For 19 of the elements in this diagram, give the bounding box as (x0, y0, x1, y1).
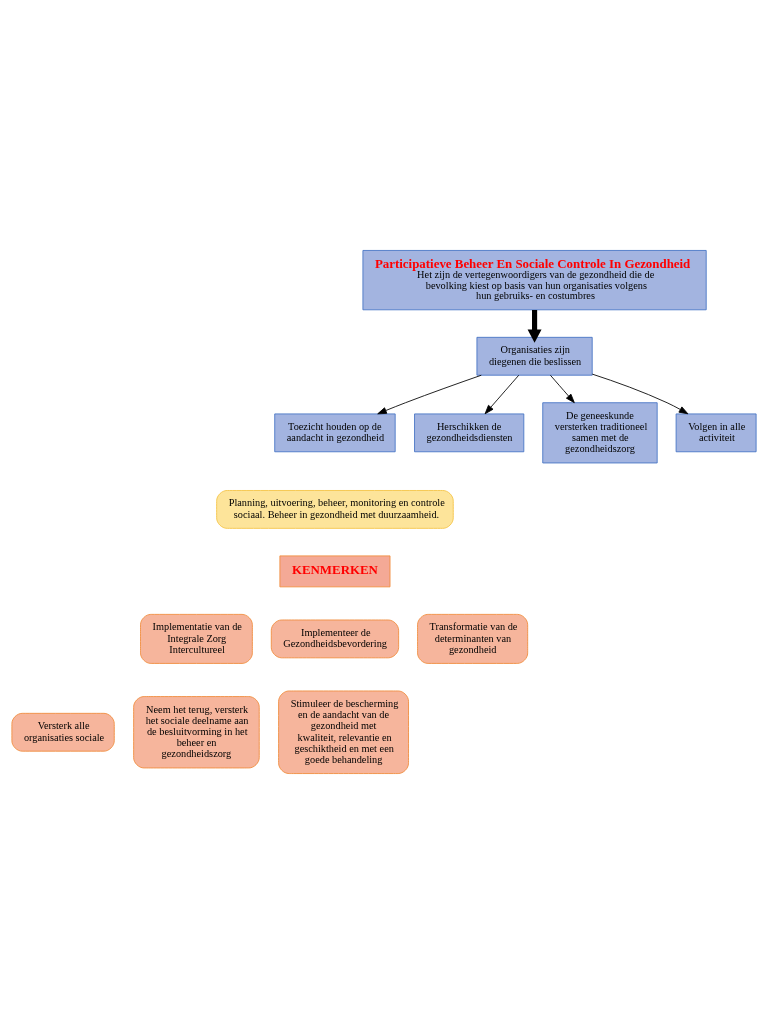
node-box: Transformatie van de determinanten van gezondheid (417, 613, 529, 664)
node-box: Herschikken de gezondheidsdiensten (414, 413, 525, 453)
node-box: Planning, uitvoering, beheer, monitoring en controle sociaal. Beheer in gezondheid met duurzaamheid. (216, 490, 454, 529)
arrow (377, 374, 482, 415)
arrow (527, 309, 542, 343)
node-box: Volgen in alle activiteit (675, 413, 757, 453)
node-box: KENMERKEN (279, 555, 391, 588)
node-box: Implementatie van de Integrale Zorg Intercultureel (140, 613, 253, 664)
node-box: Organisaties zijn diegenen die beslissen (476, 336, 593, 376)
node-box: Implementeer de Gezondheidsbevordering (270, 619, 400, 659)
node-box: Versterk alle organisaties sociale (11, 712, 115, 752)
node-box: Toezicht houden op de aandacht in gezondheid (274, 413, 396, 453)
arrow (484, 374, 520, 415)
arrow (591, 373, 689, 415)
arrow (549, 374, 575, 404)
node-box: De geneeskunde versterken traditioneel samen met de gezondheidszorg (542, 402, 658, 464)
node-box: Stimuleer de bescherming en de aandacht van de gezondheid met kwaliteit, relevantie en geschiktheid en met een goede behandeling (278, 690, 409, 774)
node-box: Neem het terug, versterk het sociale deelname aan de besluitvorming in het beheer en gezondheidszorg (133, 696, 260, 769)
node-box: Participatieve Beheer En Sociale Controle In Gezondheid Het zijn de vertegenwoordigers van de gezondheid die de bevolking kiest op basis van hun organisaties volgens hun gebruiks- en costumbres (362, 250, 707, 311)
